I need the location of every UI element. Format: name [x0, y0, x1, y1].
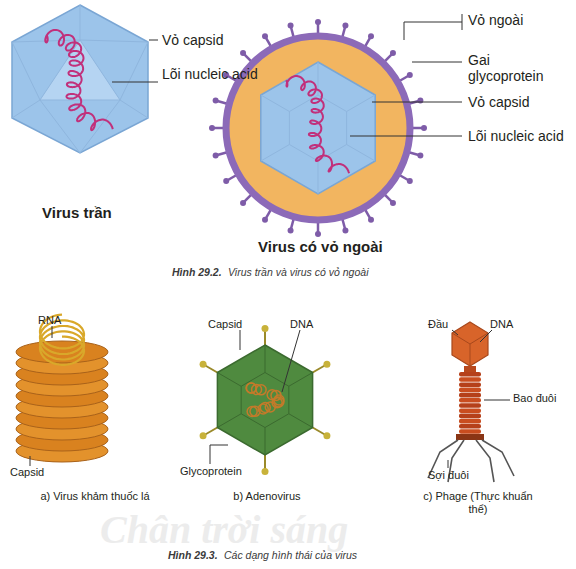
- part-label: Sợi đuôi: [428, 469, 469, 482]
- dna-loop: [246, 383, 256, 393]
- spike-knob: [288, 23, 294, 29]
- tail-sheath-ring: [459, 398, 481, 403]
- spike-knob: [407, 72, 413, 78]
- spike-knob: [368, 217, 374, 223]
- dna-loop: [260, 402, 270, 412]
- part-label: Capsid: [10, 466, 44, 479]
- spike-knob: [342, 23, 348, 29]
- tail-sheath-ring: [459, 414, 481, 419]
- subfigure-label: a) Virus khảm thuốc lá: [30, 490, 160, 503]
- part-label: Capsid: [208, 318, 242, 331]
- part-label: RNA: [38, 314, 61, 327]
- figure-caption: Virus trần và virus có vỏ ngoài: [228, 266, 368, 278]
- part-label: Vỏ ngoài: [468, 12, 523, 28]
- fiber-knob: [200, 361, 207, 368]
- tail-sheath-ring: [459, 388, 481, 393]
- dna-loop: [274, 397, 284, 407]
- dna-loop: [256, 385, 266, 395]
- tail-sheath-ring: [459, 372, 481, 377]
- spike-knob: [315, 19, 321, 25]
- figure-label: Virus trần: [42, 204, 112, 221]
- part-label: DNA: [290, 318, 313, 331]
- naked-virus: [12, 5, 148, 153]
- spike-knob: [421, 125, 427, 131]
- figure-number: Hình 29.2.: [172, 266, 222, 278]
- subfigure-label: b) Adenovirus: [212, 490, 322, 503]
- adenovirus: [200, 325, 331, 475]
- part-label: Đầu: [428, 318, 448, 331]
- spike-knob: [213, 152, 219, 158]
- spike-knob: [213, 98, 219, 104]
- part-label: Bao đuôi: [513, 392, 573, 405]
- spike-knob: [342, 227, 348, 233]
- spike-knob: [407, 178, 413, 184]
- part-label: Gai glycoprotein: [468, 52, 568, 84]
- spike-knob: [390, 50, 396, 56]
- part-label: Vỏ capsid: [468, 94, 529, 110]
- spike-knob: [417, 152, 423, 158]
- fiber-knob: [323, 361, 330, 368]
- tail-sheath-ring: [459, 408, 481, 413]
- spike-knob: [240, 50, 246, 56]
- fiber-knob: [262, 468, 269, 475]
- part-label: Lõi nucleic acid: [468, 128, 568, 144]
- part-label: Lõi nucleic acid: [162, 66, 272, 82]
- part-label: Vỏ capsid: [162, 32, 223, 48]
- figure-label: Virus có vỏ ngoài: [258, 238, 383, 255]
- tail-sheath-ring: [459, 403, 481, 408]
- figure-caption: Các dạng hình thái của virus: [224, 549, 357, 561]
- spike-knob: [288, 227, 294, 233]
- spike-knob: [223, 178, 229, 184]
- tail-sheath-ring: [459, 424, 481, 429]
- subfigure-label: c) Phage (Thực khuẩn thể): [418, 490, 538, 515]
- fiber-knob: [323, 432, 330, 439]
- tail-sheath-ring: [459, 377, 481, 382]
- tail-sheath-ring: [459, 393, 481, 398]
- spike-knob: [368, 33, 374, 39]
- fiber-knob: [200, 432, 207, 439]
- figure-number: Hình 29.3.: [168, 549, 218, 561]
- fiber-knob: [262, 325, 269, 332]
- dna-loop: [247, 407, 257, 417]
- spike-knob: [262, 33, 268, 39]
- spike-knob: [315, 231, 321, 237]
- spike-knob: [390, 200, 396, 206]
- part-label: Glycoprotein: [180, 465, 242, 478]
- enveloped-virus: [209, 19, 427, 237]
- watermark: Chân trời sáng: [100, 507, 348, 553]
- tail-sheath-ring: [459, 382, 481, 387]
- spike-knob: [417, 98, 423, 104]
- tail-sheath-ring: [459, 429, 481, 434]
- spike-knob: [240, 200, 246, 206]
- spike-knob: [262, 217, 268, 223]
- tail-sheath-ring: [459, 419, 481, 424]
- part-label: DNA: [490, 318, 513, 331]
- spike-knob: [209, 125, 215, 131]
- bacteriophage: [428, 322, 514, 482]
